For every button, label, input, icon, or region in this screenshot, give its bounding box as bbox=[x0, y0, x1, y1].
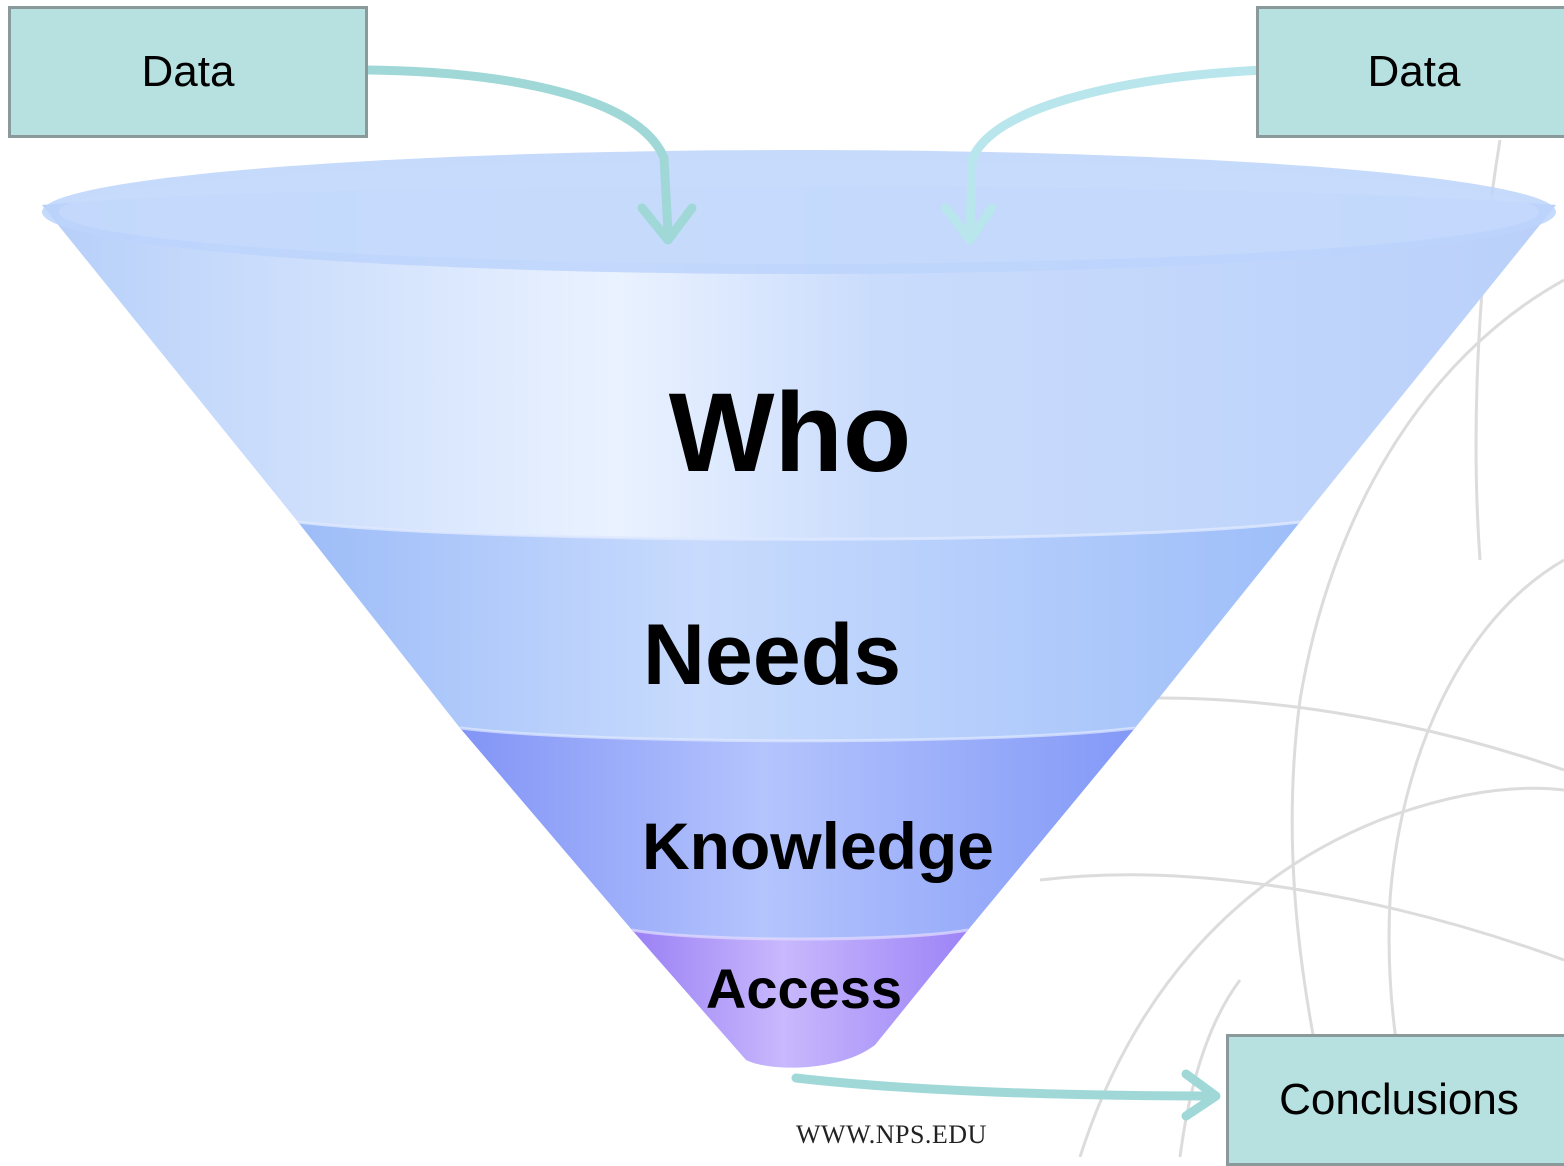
data-input-label-left: Data bbox=[141, 47, 235, 96]
funnel-stage-who-label: Who bbox=[668, 370, 912, 495]
data-input-label-right: Data bbox=[1367, 47, 1461, 96]
arrows bbox=[363, 65, 1267, 1121]
arrowhead-left bbox=[637, 203, 697, 245]
funnel-stage-needs-shape bbox=[298, 522, 1300, 741]
data-input-box-left: Data bbox=[8, 6, 368, 138]
conclusions-box: Conclusions bbox=[1226, 1034, 1564, 1166]
arrow-funnel-to-conclusions bbox=[791, 1073, 1217, 1101]
arrow-right-data-to-funnel bbox=[965, 65, 1267, 237]
funnel-stage-access-label: Access bbox=[705, 957, 903, 1020]
arrowhead-right bbox=[941, 203, 997, 245]
funnel-stage-needs-label: Needs bbox=[642, 607, 902, 703]
data-input-box-right: Data bbox=[1256, 6, 1564, 138]
arrow-left-data-to-funnel bbox=[363, 65, 673, 237]
funnel bbox=[42, 150, 1556, 1068]
funnel-stage-access-shape bbox=[632, 930, 968, 1068]
funnel-stage-who-shape bbox=[42, 186, 1556, 540]
funnel-stage-knowledge-label: Knowledge bbox=[641, 809, 995, 883]
funnel-stage-knowledge-shape bbox=[460, 728, 1135, 939]
footer-url: WWW.NPS.EDU bbox=[796, 1120, 987, 1149]
arrowhead-conclusions bbox=[1181, 1069, 1221, 1121]
conclusions-label: Conclusions bbox=[1279, 1075, 1519, 1124]
